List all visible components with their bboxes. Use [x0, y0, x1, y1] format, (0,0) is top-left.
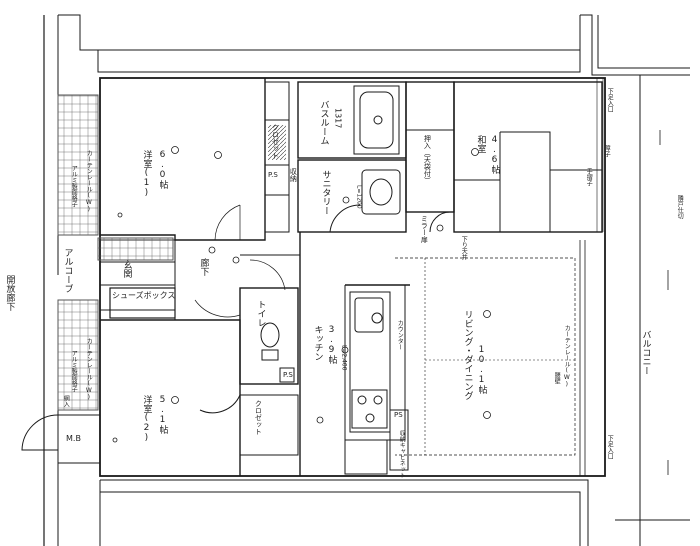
fixed-light-2: アルミ製面格子	[70, 350, 78, 392]
sanitary-size: L=1200	[355, 185, 363, 209]
hall-name: 廊下	[198, 258, 209, 276]
western1-size: 6.0帖	[157, 150, 168, 189]
closet-bottom-label: クロゼット	[254, 400, 263, 435]
kitchen-counter-length: L=2,400	[340, 345, 348, 371]
kitchen-size: 3.9帖	[326, 325, 337, 364]
japanese-size: 4.6帖	[489, 135, 500, 174]
curtain-rail-ldk: カーテンレール(W)	[563, 325, 571, 388]
counter-label: カウンター	[396, 320, 404, 350]
western2-size: 5.1帖	[157, 395, 168, 434]
kitchen-storage-label: 収納キャビネット	[398, 430, 406, 478]
fixed-light-1: アルミ製面格子	[70, 165, 78, 207]
western1-name: 洋室(1)	[141, 150, 152, 198]
mb-label: M.B	[66, 434, 81, 443]
alcove-label: アルコーブ	[62, 248, 73, 293]
bathroom-name: バスルーム	[318, 100, 329, 145]
shoebox-label: シューズボックス	[112, 291, 176, 300]
sanitary-name: サニタリー	[320, 170, 331, 215]
amado-bottom-label: 下足入口	[606, 435, 614, 459]
curtain-rail-w1: カーテンレール(W)	[85, 150, 93, 213]
amado-top-label: 下足入口	[606, 88, 614, 112]
arch-window-label: 網入	[62, 395, 70, 407]
handrail-label: 手摺子	[585, 168, 593, 186]
curtain-rail-w2: カーテンレール(W)	[85, 338, 93, 401]
shoji-label: 障子	[603, 145, 611, 157]
corridor-label: 開放廊下	[4, 275, 15, 311]
oshiire-label: 押入（天袋付）	[423, 135, 432, 184]
entrance-name: 玄関	[121, 260, 132, 278]
western2-name: 洋室(2)	[141, 395, 152, 443]
balcony-side-label: 隣戸仕切	[676, 195, 684, 219]
closet-top-label: クロゼット	[271, 124, 280, 159]
storage-label: 収納	[289, 168, 298, 182]
steps-label: 下り天井	[460, 236, 468, 260]
bathroom-size: 1317	[333, 108, 343, 129]
mirror-door-label: ミラー扉	[420, 215, 429, 243]
ldk-name: リビング・ダイニング	[462, 310, 473, 400]
glass-note-label: 腰壁	[553, 372, 561, 384]
ldk-size: 10.1帖	[476, 345, 487, 394]
balcony-label: バルコニー	[640, 330, 651, 375]
ps-right-label: PS	[394, 411, 403, 419]
kitchen-name: キッチン	[312, 325, 323, 361]
ps-top-label: P.S	[268, 171, 278, 179]
toilet-name: トイレ	[255, 300, 266, 327]
ps-kitchen-label: P.S	[283, 371, 293, 379]
japanese-name: 和室	[475, 135, 486, 153]
